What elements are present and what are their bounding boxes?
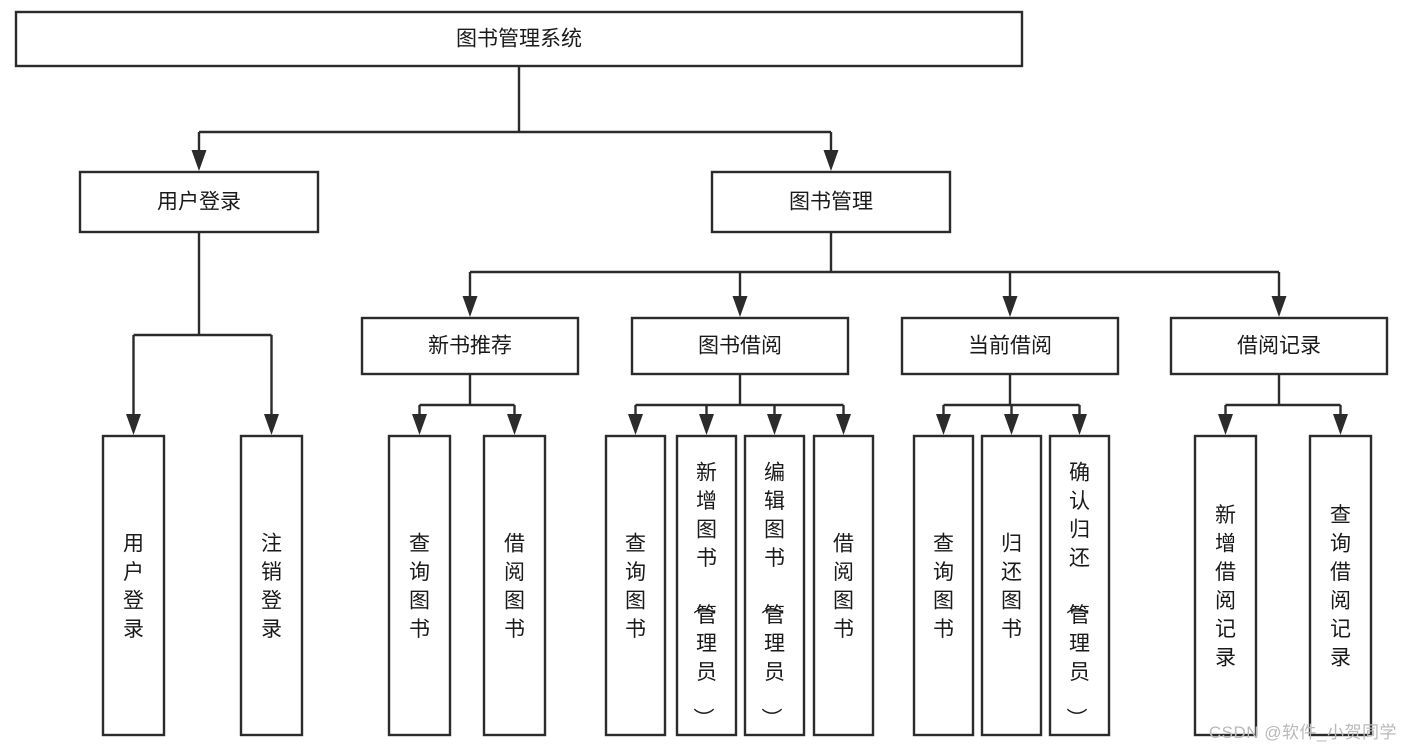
node-leaf_9[interactable]: 归还图书 (980, 434, 1043, 737)
arrow-head-icon (126, 414, 141, 435)
arrow-head-icon (1004, 414, 1019, 435)
node-label: 图书借阅 (698, 335, 782, 358)
node-label: 图书管理系统 (456, 28, 582, 51)
node-box (78, 170, 320, 234)
arrow-head-icon (1333, 414, 1348, 435)
arrow-head-icon (507, 414, 522, 435)
node-box (900, 316, 1120, 376)
arrow-head-icon (699, 414, 714, 435)
connector-layer (126, 66, 1348, 435)
arrow-head-icon (823, 150, 839, 171)
node-box (710, 170, 952, 234)
node-label: 借阅记录 (1237, 335, 1321, 358)
node-l2_2[interactable]: 当前借阅 (900, 316, 1120, 376)
node-label: 用户登录 (123, 533, 144, 642)
node-box (812, 434, 875, 737)
node-box (980, 434, 1043, 737)
node-label: 用户登录 (157, 191, 241, 214)
node-leaf_11[interactable]: 新增借阅记录 (1193, 434, 1258, 737)
arrow-head-icon (1072, 414, 1087, 435)
node-label: 查询图书 (625, 533, 646, 642)
node-leaf_6[interactable]: 编辑图书（管理员） (743, 434, 806, 737)
node-box (1308, 434, 1373, 737)
node-box (1193, 434, 1258, 737)
arrow-head-icon (836, 414, 851, 435)
node-l2_1[interactable]: 图书借阅 (630, 316, 850, 376)
node-leaf_8[interactable]: 查询图书 (912, 434, 975, 737)
node-box (604, 434, 667, 737)
node-leaf_1[interactable]: 注销登录 (239, 434, 304, 737)
node-box (14, 10, 1024, 68)
arrow-head-icon (462, 296, 478, 317)
node-label: 当前借阅 (968, 335, 1052, 358)
arrow-head-icon (264, 414, 279, 435)
node-box (101, 434, 166, 737)
arrow-head-icon (767, 414, 782, 435)
node-leaf_7[interactable]: 借阅图书 (812, 434, 875, 737)
node-leaf_3[interactable]: 借阅图书 (482, 434, 547, 737)
node-leaf_0[interactable]: 用户登录 (101, 434, 166, 737)
node-box (1048, 434, 1111, 737)
arrow-head-icon (412, 414, 427, 435)
node-leaf_12[interactable]: 查询借阅记录 (1308, 434, 1373, 737)
node-label: 新增图书（管理员） (691, 461, 717, 728)
node-label: 注销登录 (261, 533, 282, 642)
node-label: 编辑图书（管理员） (759, 461, 785, 728)
node-leaf_2[interactable]: 查询图书 (387, 434, 452, 737)
node-leaf_10[interactable]: 确认归还（管理员） (1048, 434, 1111, 737)
node-label: 查询借阅记录 (1330, 504, 1351, 670)
node-box (912, 434, 975, 737)
node-l2_3[interactable]: 借阅记录 (1169, 316, 1389, 376)
node-box (743, 434, 806, 737)
node-layer: 图书管理系统用户登录图书管理新书推荐图书借阅当前借阅借阅记录用户登录注销登录查询… (14, 10, 1389, 737)
node-label: 借阅图书 (833, 533, 854, 642)
node-label: 查询图书 (409, 533, 430, 642)
node-box (387, 434, 452, 737)
arrow-head-icon (1271, 296, 1287, 317)
node-label: 借阅图书 (504, 533, 525, 642)
node-label: 新书推荐 (428, 335, 512, 358)
arrow-head-icon (628, 414, 643, 435)
arrow-head-icon (732, 296, 748, 317)
node-box (482, 434, 547, 737)
node-label: 归还图书 (1001, 533, 1022, 642)
node-box (1169, 316, 1389, 376)
arrow-head-icon (1002, 296, 1018, 317)
node-box (630, 316, 850, 376)
node-label: 确认归还（管理员） (1064, 461, 1090, 728)
node-box (675, 434, 738, 737)
node-label: 查询图书 (933, 533, 954, 642)
node-label: 图书管理 (789, 191, 873, 214)
node-box (239, 434, 304, 737)
node-leaf_4[interactable]: 查询图书 (604, 434, 667, 737)
node-label: 新增借阅记录 (1215, 504, 1236, 670)
arrow-head-icon (191, 150, 207, 171)
node-l2_0[interactable]: 新书推荐 (360, 316, 580, 376)
node-root[interactable]: 图书管理系统 (14, 10, 1024, 68)
node-l1_1[interactable]: 图书管理 (710, 170, 952, 234)
node-l1_0[interactable]: 用户登录 (78, 170, 320, 234)
arrow-head-icon (936, 414, 951, 435)
arrow-head-icon (1218, 414, 1233, 435)
node-box (360, 316, 580, 376)
node-leaf_5[interactable]: 新增图书（管理员） (675, 434, 738, 737)
